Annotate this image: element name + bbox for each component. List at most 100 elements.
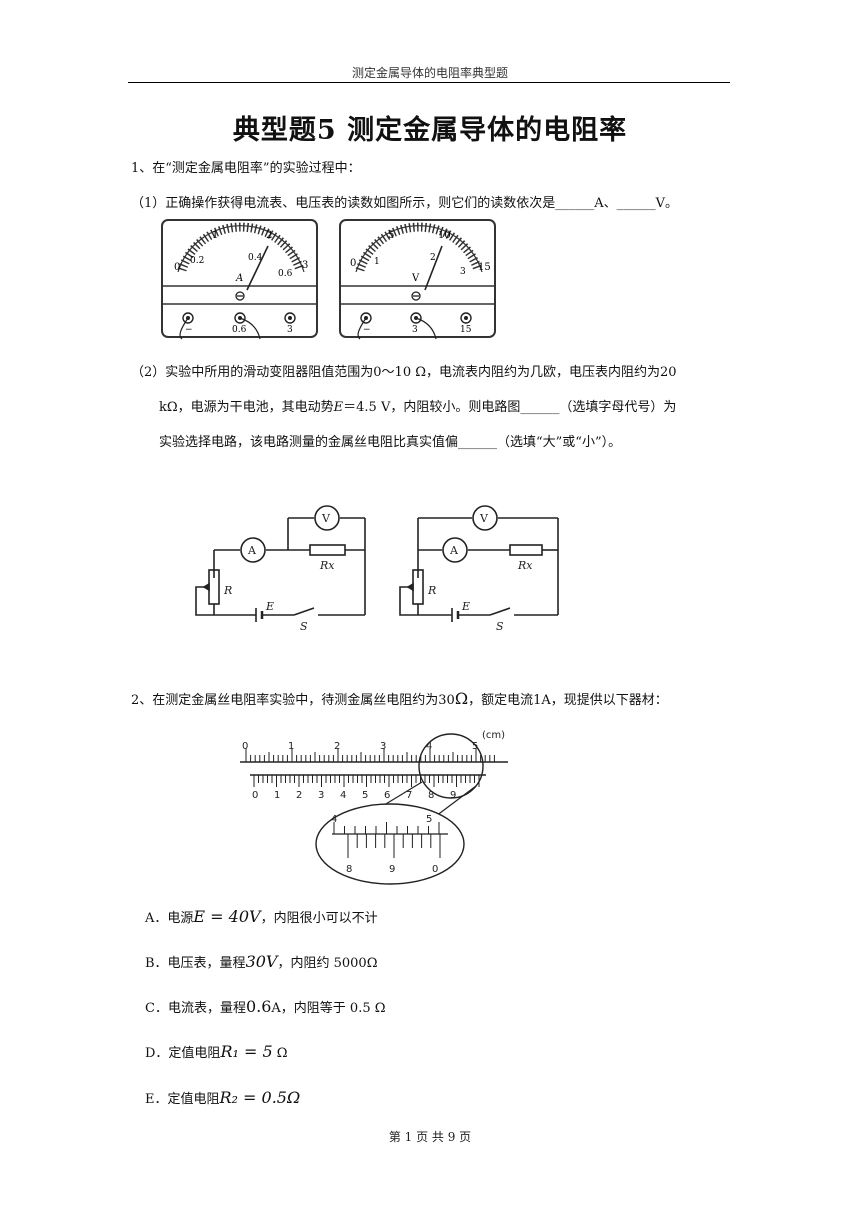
option-b-rest: ，内阻约 5000Ω <box>277 956 378 971</box>
option-e: E．定值电阻R₂ = 0.5Ω <box>145 1088 300 1107</box>
vernier-0: 0 <box>252 790 258 801</box>
q2-intro: 2、在测定金属丝电阻率实验中，待测金属丝电阻约为30Ω，额定电流1A，现提供以下… <box>131 689 668 708</box>
emf-symbol: E <box>333 400 344 415</box>
circuit2-emf-label: E <box>461 600 470 613</box>
zoom-vernier-8: 8 <box>346 864 352 875</box>
option-c-formula: 0.6 <box>245 997 272 1016</box>
page-header: 测定金属导体的电阻率典型题 <box>351 66 508 80</box>
vernier-2: 2 <box>296 790 302 801</box>
zoom-main-5: 5 <box>426 814 432 825</box>
vernier-9: 9 <box>450 790 456 801</box>
ammeter-terminal-0-6: 0.6 <box>232 325 247 335</box>
ohm-symbol: Ω <box>454 689 469 708</box>
circuit-2 <box>399 505 559 622</box>
option-d-formula: R₁ = 5 <box>220 1042 273 1061</box>
main-scale-2: 2 <box>334 741 340 752</box>
q1-part2-line1: （2）实验中所用的滑动变阻器阻值范围为0～10 Ω，电流表内阻约为几欧，电压表内… <box>131 365 677 380</box>
option-a-rest: ，内阻很小可以不计 <box>260 911 378 926</box>
page-footer: 第 1 页 共 9 页 <box>388 1130 472 1144</box>
ammeter-terminal-3: 3 <box>287 325 293 335</box>
ammeter-terminal-neg: − <box>185 325 193 335</box>
circuit2-switch-label: S <box>496 620 504 633</box>
voltmeter-terminal-neg: − <box>363 325 371 335</box>
header-divider <box>128 82 730 83</box>
q1-part1-text: （1）正确操作获得电流表、电压表的读数如图所示，则它们的读数依次是______A… <box>131 196 679 211</box>
vernier-7: 7 <box>406 790 412 801</box>
circuit1-voltmeter-label: V <box>321 512 331 525</box>
voltmeter-tick-3: 3 <box>460 267 466 277</box>
option-d: D．定值电阻R₁ = 5 Ω <box>145 1042 288 1061</box>
q1-part2-line3: 实验选择电路，该电路测量的金属丝电阻比真实值偏______（选填“大”或“小”）… <box>159 435 622 450</box>
ammeter: 0 1 2 3 0.2 0.4 0.6 A − 0.6 3 <box>161 219 318 340</box>
option-b-formula: 30V <box>245 952 278 971</box>
ammeter-tick-2: 2 <box>266 230 272 241</box>
vernier-3: 3 <box>318 790 324 801</box>
voltmeter-terminal-15: 15 <box>460 325 472 335</box>
circuit1-emf-label: E <box>265 600 274 613</box>
main-scale-5: 5 <box>472 741 478 752</box>
zoom-main-4: 4 <box>331 814 337 825</box>
q1-intro: 1、在“测定金属电阻率”的实验过程中： <box>131 161 361 176</box>
voltmeter: 0 5 10 15 1 2 3 V − 3 15 <box>339 219 496 340</box>
circuit1-switch-label: S <box>300 620 308 633</box>
circuit2-rx-label: Rx <box>517 559 533 572</box>
voltmeter-needle <box>424 245 443 291</box>
option-d-label: D．定值电阻 <box>145 1046 221 1061</box>
circuit1-r-label: R <box>223 584 232 597</box>
option-c-rest: A，内阻等于 0.5 Ω <box>271 1001 386 1016</box>
ammeter-tick-3: 3 <box>302 260 308 271</box>
vernier-4: 4 <box>340 790 346 801</box>
option-e-formula: R₂ = 0.5Ω <box>219 1088 301 1107</box>
main-scale-3: 3 <box>380 741 386 752</box>
zoom-vernier-9: 9 <box>389 864 395 875</box>
ammeter-unit: A <box>235 273 243 284</box>
option-a-formula: E = 40V <box>193 907 261 926</box>
voltmeter-tick-15: 15 <box>478 262 491 273</box>
option-d-rest: Ω <box>272 1046 288 1061</box>
voltmeter-tick-1: 1 <box>374 257 380 267</box>
option-c-label: C．电流表，量程 <box>145 1001 246 1016</box>
circuit1-ammeter-label: A <box>247 544 257 557</box>
q1-part2-line2-a: kΩ，电源为干电池，其电动势 <box>159 400 334 415</box>
zoom-vernier-0: 0 <box>432 864 438 875</box>
q1-part2-line2: kΩ，电源为干电池，其电动势E＝4.5 V，内阻较小。则电路图______（选填… <box>159 396 676 415</box>
circuit-diagrams: A V Rx R E S <box>195 505 559 633</box>
caliper-unit: (cm) <box>482 730 505 741</box>
ammeter-tick-0-4: 0.4 <box>248 253 263 263</box>
option-e-label: E．定值电阻 <box>145 1092 220 1107</box>
circuit1-rx-label: Rx <box>319 559 335 572</box>
main-scale-1: 1 <box>288 741 294 752</box>
ammeter-tick-0-6: 0.6 <box>278 269 293 279</box>
ammeter-tick-0-2: 0.2 <box>190 256 204 266</box>
vernier-caliper-figure: 0 1 2 3 4 5 (cm) 0 1 2 3 4 5 6 7 8 9 4 5 <box>240 730 508 885</box>
ammeter-tick-0: 0 <box>174 262 180 273</box>
ammeter-tick-1: 1 <box>212 230 218 241</box>
zoom-ellipse <box>315 803 465 885</box>
meters-figure: 0 1 2 3 0.2 0.4 0.6 A − 0.6 3 0 <box>161 219 496 340</box>
circuit2-r-label: R <box>427 584 436 597</box>
q2-intro-a: 2、在测定金属丝电阻率实验中，待测金属丝电阻约为30 <box>131 693 455 708</box>
q1-part1: （1）正确操作获得电流表、电压表的读数如图所示，则它们的读数依次是______A… <box>131 192 678 211</box>
voltmeter-tick-10: 10 <box>438 230 451 241</box>
voltmeter-unit: V <box>411 273 420 284</box>
zoom-circle <box>418 733 484 799</box>
vernier-5: 5 <box>362 790 368 801</box>
circuit-1 <box>195 505 366 622</box>
voltmeter-tick-5: 5 <box>388 230 394 241</box>
q2-intro-b: ，额定电流1A，现提供以下器材： <box>468 693 668 708</box>
ammeter-needle <box>246 245 269 291</box>
circuit2-ammeter-label: A <box>449 544 459 557</box>
vernier-8: 8 <box>428 790 434 801</box>
main-scale-0: 0 <box>242 741 248 752</box>
option-b: B．电压表，量程30V，内阻约 5000Ω <box>145 952 377 971</box>
option-a-label: A．电源 <box>145 911 194 926</box>
option-c: C．电流表，量程0.6A，内阻等于 0.5 Ω <box>145 997 386 1016</box>
vernier-1: 1 <box>274 790 280 801</box>
option-a: A．电源E = 40V，内阻很小可以不计 <box>145 907 378 926</box>
circuit2-voltmeter-label: V <box>479 512 489 525</box>
voltmeter-tick-0: 0 <box>350 258 356 269</box>
option-b-label: B．电压表，量程 <box>145 956 246 971</box>
voltmeter-terminal-3: 3 <box>412 325 418 335</box>
vernier-6: 6 <box>384 790 390 801</box>
